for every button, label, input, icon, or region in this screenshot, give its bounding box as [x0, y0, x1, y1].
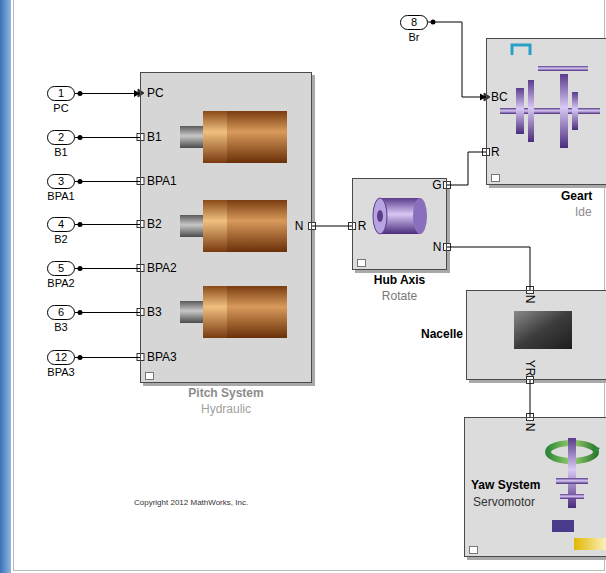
junction-dot [78, 135, 83, 140]
junction-dot [78, 266, 83, 271]
wire [75, 181, 140, 182]
block-name: 8 [401, 16, 427, 29]
wire [530, 380, 531, 417]
connection-line [75, 135, 140, 140]
inport: 8Br [400, 15, 428, 30]
subsystem-block: Pitch SystemHydraulic [140, 72, 312, 383]
connection-line [75, 179, 140, 184]
port-markers [137, 89, 534, 421]
connection-line [75, 355, 140, 360]
wire [75, 357, 140, 358]
port-label: R [491, 146, 500, 158]
block-subtitle: Ide [575, 205, 592, 219]
block-name: 5 [48, 262, 74, 275]
inport: 3BPA1 [47, 174, 75, 189]
block-subtitle: Hydraulic [201, 402, 251, 416]
port-label: N [524, 295, 536, 304]
port-label: BPA3 [147, 351, 177, 363]
panel-strip [0, 0, 11, 573]
block-name: Yaw System [471, 478, 540, 492]
block-subtitle: B1 [54, 146, 67, 158]
block-subtitle: BPA1 [47, 190, 74, 202]
wire [75, 93, 140, 94]
subsystem-block: Nacelle [466, 290, 606, 380]
block-fills [140, 38, 606, 560]
connection-line [428, 20, 486, 101]
subsystem-block: Yaw SystemServomotor [464, 417, 606, 557]
nacelle-icon [514, 311, 572, 349]
port-label: R [358, 220, 367, 232]
block-name: Nacelle [421, 327, 463, 341]
wire [447, 247, 530, 290]
block-subtitle: B2 [54, 233, 67, 245]
junction-dot [78, 91, 83, 96]
block-name: 12 [48, 351, 74, 364]
wire [75, 137, 140, 138]
block-name: Hub Axis [374, 273, 426, 287]
hydraulic-cylinders [180, 111, 287, 338]
connection-line [75, 266, 140, 271]
gearbox-icon [500, 45, 600, 148]
port-label: N [524, 423, 536, 432]
port-label: N [295, 220, 304, 232]
block-name: Geart [561, 189, 592, 203]
wire [428, 22, 486, 97]
port-label: N [433, 241, 442, 253]
yaw-servomotor-icon [548, 438, 606, 550]
junction-dot [431, 20, 436, 25]
port-label: B3 [147, 306, 162, 318]
block-subtitle: Servomotor [473, 495, 535, 509]
copyright-note: Copyright 2012 MathWorks, Inc. [134, 499, 248, 507]
block-subtitle: PC [53, 102, 68, 114]
port-label: B1 [147, 131, 162, 143]
block-name: 6 [48, 306, 74, 319]
junction-dot [78, 222, 83, 227]
block-subtitle: Rotate [382, 289, 417, 303]
subsystem-block: GeartIde [486, 38, 606, 185]
wire [75, 312, 140, 313]
port-label: YR [524, 360, 536, 377]
connection-line [447, 247, 530, 290]
block-subtitle: BPA3 [47, 366, 74, 378]
inport: 1PC [47, 86, 75, 101]
inport: 5BPA2 [47, 261, 75, 276]
port-label: PC [147, 87, 164, 99]
junction-dot [78, 355, 83, 360]
inport: 4B2 [47, 217, 75, 232]
block-name: Pitch System [188, 386, 263, 400]
wire [447, 152, 486, 185]
junction-dot [78, 179, 83, 184]
block-subtitle: Br [409, 31, 420, 43]
library-link-badges [146, 175, 500, 554]
junction-dot [78, 310, 83, 315]
port-label: B2 [147, 218, 162, 230]
inport: 2B1 [47, 130, 75, 145]
port-label: BC [491, 91, 508, 103]
block-subtitle: B3 [54, 321, 67, 333]
hub-cylinder-icon [373, 198, 427, 234]
port-label: BPA1 [147, 175, 177, 187]
wire [75, 224, 140, 225]
block-name: 3 [48, 175, 74, 188]
block-name: 2 [48, 131, 74, 144]
wire [312, 226, 352, 227]
block-name: 1 [48, 87, 74, 100]
connection-line [312, 226, 352, 227]
connection-line [447, 152, 486, 185]
inport: 6B3 [47, 305, 75, 320]
connection-line [75, 310, 140, 315]
wire [75, 268, 140, 269]
port-label: G [432, 179, 441, 191]
block-name: 4 [48, 218, 74, 231]
connection-line [530, 380, 531, 417]
port-label: BPA2 [147, 262, 177, 274]
connection-line [75, 90, 140, 97]
block-subtitle: BPA2 [47, 277, 74, 289]
inport: 12BPA3 [47, 350, 75, 365]
connection-line [75, 222, 140, 227]
